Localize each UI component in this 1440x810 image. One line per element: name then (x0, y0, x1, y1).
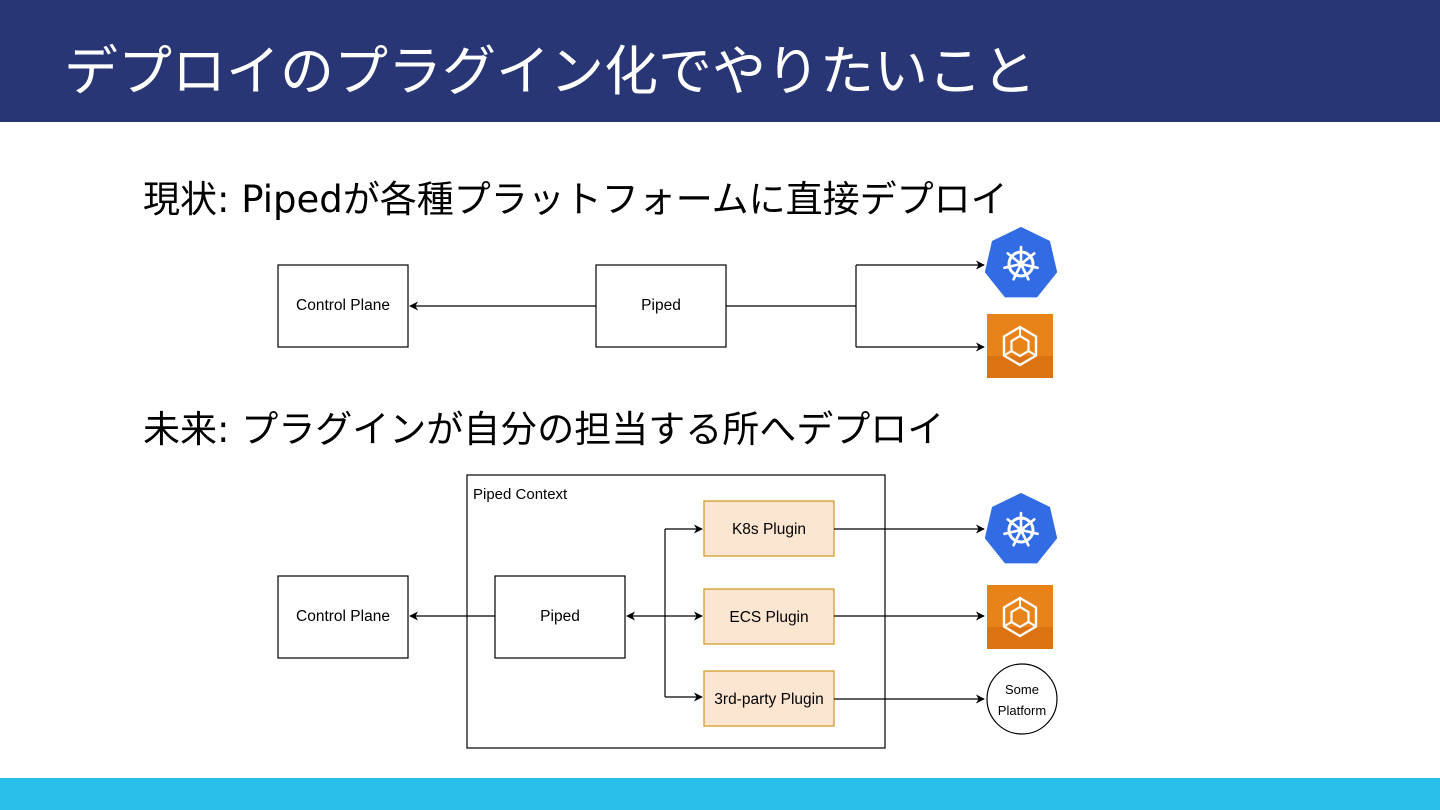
control-plane-box-future (277, 575, 409, 659)
kubernetes-icon (984, 227, 1058, 298)
3rd-party-plugin-label: 3rd-party Plugin (714, 691, 823, 708)
piped-box-future (494, 575, 626, 659)
some-platform-label-line1: Some (1005, 682, 1039, 697)
control-plane-label: Control Plane (296, 297, 390, 314)
header-bar (0, 0, 1440, 122)
footer-bar (0, 778, 1440, 810)
current-state-heading: 現状: Pipedが各種プラットフォームに直接デプロイ (143, 178, 1008, 221)
k8s-plugin-box (703, 500, 835, 557)
kubernetes-icon (984, 493, 1058, 564)
ecs-plugin-label: ECS Plugin (729, 609, 808, 626)
3rd-party-plugin-box (703, 670, 835, 727)
aws-ecs-icon (987, 314, 1053, 378)
future-diagram: Piped Context Control Plane Piped K8s Pl… (277, 474, 1058, 749)
control-plane-label-future: Control Plane (296, 608, 390, 625)
piped-label-future: Piped (540, 608, 580, 625)
piped-context-label: Piped Context (473, 486, 568, 503)
aws-ecs-icon (987, 585, 1053, 649)
ecs-plugin-box (703, 588, 835, 645)
some-platform-node (986, 663, 1058, 735)
some-platform-label-line2: Platform (998, 703, 1046, 718)
future-state-heading: 未来: プラグインが自分の担当する所へデプロイ (143, 408, 945, 451)
k8s-plugin-label: K8s Plugin (732, 521, 806, 538)
slide-title: デプロイのプラグイン化でやりたいこと (64, 40, 1036, 103)
piped-box (595, 264, 727, 348)
current-diagram: Control Plane Piped (277, 227, 1058, 378)
control-plane-box (277, 264, 409, 348)
piped-label: Piped (641, 297, 681, 314)
